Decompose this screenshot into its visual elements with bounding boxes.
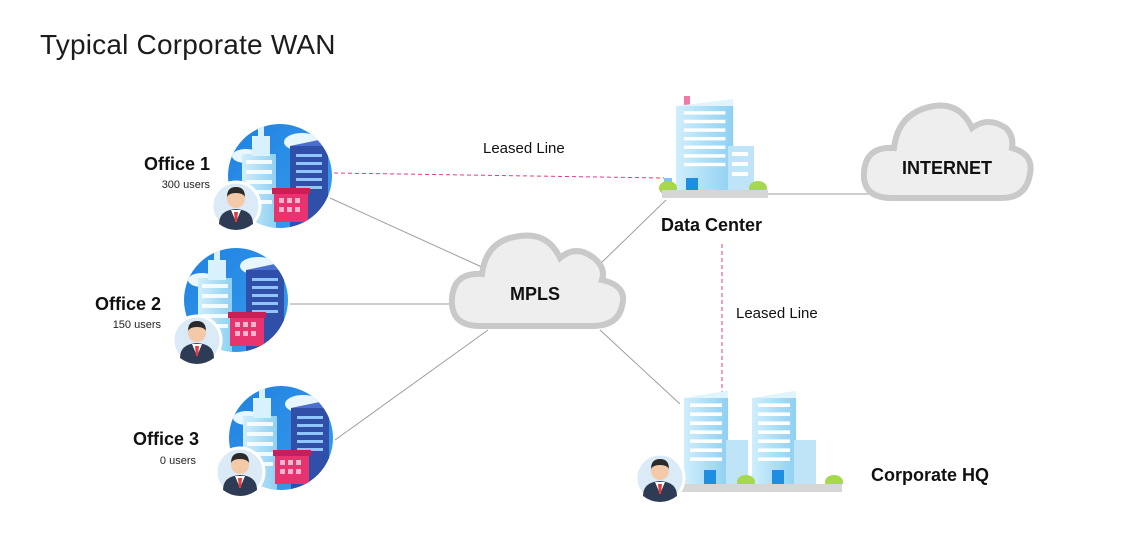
office-2-name: Office 2 bbox=[94, 294, 161, 314]
office-2-icon bbox=[171, 248, 288, 366]
data-center-icon bbox=[659, 96, 768, 198]
mpls-label: MPLS bbox=[510, 284, 561, 304]
connections bbox=[290, 172, 878, 441]
office-2-users: 150 users bbox=[112, 319, 161, 331]
leased-line-office1-datacenter bbox=[333, 172, 665, 179]
corporate-hq-label: Corporate HQ bbox=[871, 465, 990, 485]
office-3-icon bbox=[214, 386, 333, 498]
data-center-label: Data Center bbox=[661, 215, 763, 235]
office-1-icon bbox=[210, 123, 333, 232]
office-3-users: 0 users bbox=[159, 455, 196, 467]
office-1-users: 300 users bbox=[161, 179, 210, 191]
internet-cloud-icon bbox=[860, 102, 1034, 201]
internet-label: INTERNET bbox=[902, 158, 992, 178]
page-title: Typical Corporate WAN bbox=[40, 29, 336, 60]
corporate-hq-icon bbox=[634, 390, 843, 504]
link-office3-mpls bbox=[334, 329, 489, 441]
office-1-name: Office 1 bbox=[143, 154, 210, 174]
office-3-name: Office 3 bbox=[132, 429, 199, 449]
link-office1-mpls bbox=[329, 197, 485, 269]
leased-line-label-side: Leased Line bbox=[736, 305, 818, 322]
leased-line-label-top: Leased Line bbox=[483, 140, 565, 157]
link-mpls-datacenter bbox=[595, 199, 667, 269]
mpls-cloud-icon bbox=[448, 232, 626, 329]
link-mpls-hq bbox=[599, 329, 681, 405]
